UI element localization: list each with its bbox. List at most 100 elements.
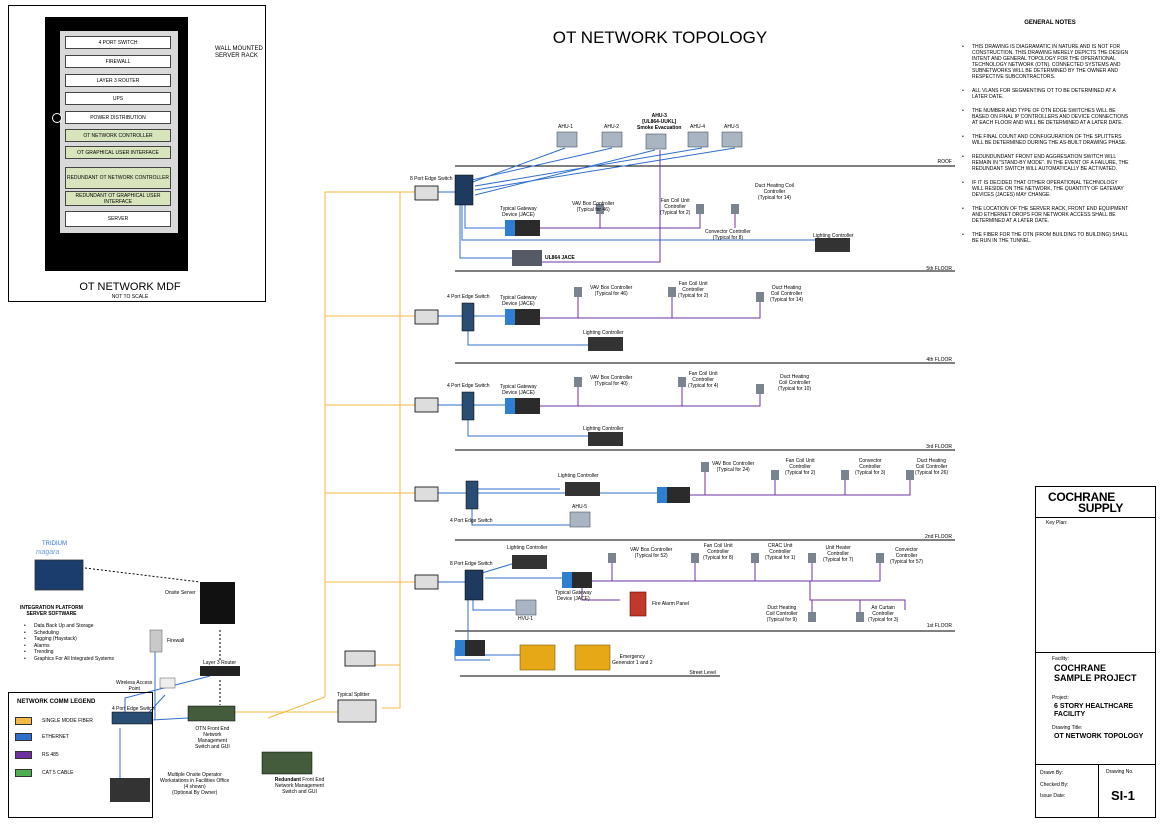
wap-device	[159, 677, 176, 689]
lighting-label: Lighting Controller	[583, 426, 624, 432]
drawing-no-label: Drawing No.	[1106, 769, 1134, 775]
edge-switch-label: 8 Port Edge Switch	[410, 176, 453, 182]
legend-item: SINGLE MODE FIBER	[15, 717, 93, 725]
note-item: THIS DRAWING IS DIAGRAMATIC IN NATURE AN…	[960, 44, 1130, 80]
convector-label: Convector Controller (Typical for 8)	[705, 229, 751, 241]
legend-label: ETHERNET	[42, 734, 69, 740]
note-item: THE FIBER FOR THE OTN (FROM BUILDING TO …	[960, 232, 1130, 244]
rack-unit: LAYER 3 ROUTER	[65, 74, 171, 87]
vav-label: VAV Box Controller (Typical for 52)	[630, 547, 673, 559]
fcu-label: Fan Coil Unit Controller (Typical for 4)	[688, 371, 719, 389]
edge-switch-label: 8 Port Edge Switch	[450, 561, 493, 567]
ahu-label: AHU-1	[558, 124, 574, 130]
gateway-label: Typical Gateway Device (JACE)	[555, 590, 592, 602]
ahu-label: AHU-4	[690, 124, 706, 130]
floor-label-street: Street Level	[689, 670, 716, 676]
rack-unit: UPS	[65, 92, 171, 105]
wap-label: Wireless Access Point	[116, 680, 153, 692]
gateway-label: Typical Gateway Device (JACE)	[500, 384, 537, 396]
note-item: THE NUMBER AND TYPE OF OTN EDGE SWITCHES…	[960, 108, 1130, 126]
ahu-4-unit	[687, 131, 709, 148]
rack-unit: REDUNDANT OT NETWORK CONTROLLER	[65, 167, 171, 189]
legend-swatch	[15, 751, 32, 759]
ahu-label: AHU-2	[604, 124, 620, 130]
cochrane-logo: COCHRANE SUPPLY	[1048, 490, 1124, 515]
tridium-label: TRIDIUM	[42, 541, 67, 547]
legend-swatch	[15, 717, 32, 725]
platform-list: Data Back Up and Storage Scheduling Tagg…	[24, 623, 114, 662]
legend-swatch	[15, 733, 32, 741]
vav-label: VAV Box Controller (Typical for 46)	[572, 201, 615, 213]
note-item: THE FINAL COUNT AND CONFUGURATION OF THE…	[960, 134, 1130, 146]
server-label: Onsite Server	[165, 590, 196, 596]
rack-unit: OT NETWORK CONTROLLER	[65, 129, 171, 142]
ahu-label: AHU-3 [UL864-UUKL] Smoke Evacuation	[637, 113, 682, 131]
redundant-front-end	[261, 751, 313, 775]
floor-label-roof: ROOF	[938, 159, 952, 165]
mdf-panel	[8, 5, 266, 302]
splitter-label: Typical Splitter	[337, 692, 370, 698]
lighting-controller	[815, 238, 850, 252]
fire-alarm-label: Fire Alarm Panel	[652, 601, 689, 607]
note-item: THE LOCATION OF THE SERVER RACK, FRONT E…	[960, 206, 1130, 224]
rack-unit: OT GRAPHICAL USER INTERFACE	[65, 146, 171, 159]
firewall-device	[149, 629, 163, 653]
hvu-label: HVU-1	[518, 616, 534, 622]
facility-label: Facility:	[1052, 656, 1069, 662]
rack-unit: REDUNDANT OT GRAPHICAL USER INTERFACE	[65, 191, 171, 206]
project-label: Project:	[1052, 695, 1069, 701]
edge-switch-label: 4 Port Edge Switch	[112, 706, 155, 712]
floor-label-5: 5th FLOOR	[926, 266, 952, 272]
page-title: OT NETWORK TOPOLOGY	[552, 28, 768, 47]
redundant-rest: Front End Network Management Switch and …	[275, 777, 325, 795]
platform-item: Scheduling	[24, 630, 114, 637]
ethernet-lines	[119, 147, 815, 778]
rack-indicator-icon	[52, 113, 62, 123]
issue-date-label: Issue Date:	[1040, 793, 1066, 799]
note-item: IF IT IS DECIDED THAT OTHER OPERATIONAL …	[960, 180, 1130, 198]
fire-alarm-panel	[629, 591, 647, 617]
rack-label: WALL MOUNTED SERVER RACK	[215, 46, 263, 59]
drawing-number: SI-1	[1111, 788, 1135, 803]
mdf-title: OT NETWORK MDF	[79, 281, 181, 293]
edge-switches	[454, 174, 484, 601]
fcu-label: Fan Coil Unit Controller (Typical for 8)	[703, 543, 734, 561]
edge-switch-label: 4 Port Edge Switch	[447, 294, 490, 300]
drawing-title: OT NETWORK TOPOLOGY	[1054, 733, 1144, 740]
ahu-5b-unit	[569, 511, 591, 528]
layer3-router	[200, 666, 240, 676]
generator-label: Emergency Generator 1 and 2	[612, 654, 653, 666]
vav-label: VAV Box Controller (Typical for 46)	[590, 285, 633, 297]
workstations	[110, 778, 150, 802]
workstations-label: Multiple Onsite Operator Workstations in…	[160, 772, 230, 796]
key-plan-label: Key Plan:	[1046, 520, 1068, 526]
drawing-title-label: Drawing Title:	[1052, 725, 1083, 731]
floor-label-1: 1st FLOOR	[927, 623, 953, 629]
lighting-controller	[565, 482, 600, 496]
ahu-5-unit	[721, 131, 743, 148]
crac-label: CRAC Unit Controller (Typical for 1)	[765, 543, 796, 561]
fiber-lines	[235, 191, 415, 719]
legend-swatch	[15, 769, 32, 777]
logo-line2: SUPPLY	[1078, 501, 1124, 515]
unit-heater-label: Unit Heater Controller (Typical for 7)	[823, 545, 854, 563]
logo-line1: COCHRANE	[1048, 490, 1115, 504]
rack-unit: SERVER	[65, 211, 171, 227]
lighting-label: Lighting Controller	[583, 330, 624, 336]
onsite-server	[200, 582, 235, 624]
integration-monitor	[34, 559, 84, 591]
mdf-subtitle: NOT TO SCALE	[111, 294, 149, 300]
ahu-2-unit	[601, 131, 623, 148]
duct-label: Duct Heating Coil Controller (Typical fo…	[770, 285, 804, 303]
redundant-fe-label: Redundant Front End Network Management S…	[262, 777, 337, 795]
ahu-label: AHU-5	[724, 124, 740, 130]
platform-title: INTEGRATION PLATFORM SERVER SOFTWARE	[20, 605, 83, 617]
notes-title: GENERAL NOTES	[1024, 20, 1076, 26]
rack-unit: 4 PORT SWITCH	[65, 36, 171, 49]
legend-item: CAT 5 CABLE	[15, 769, 74, 777]
legend-item: RS 485	[15, 751, 59, 759]
fcu-label: Fan Coil Unit Controller (Typical for 2)	[678, 281, 709, 299]
lighting-controller	[588, 337, 623, 351]
project-name: 6 STORY HEALTHCARE FACILITY	[1054, 703, 1134, 718]
